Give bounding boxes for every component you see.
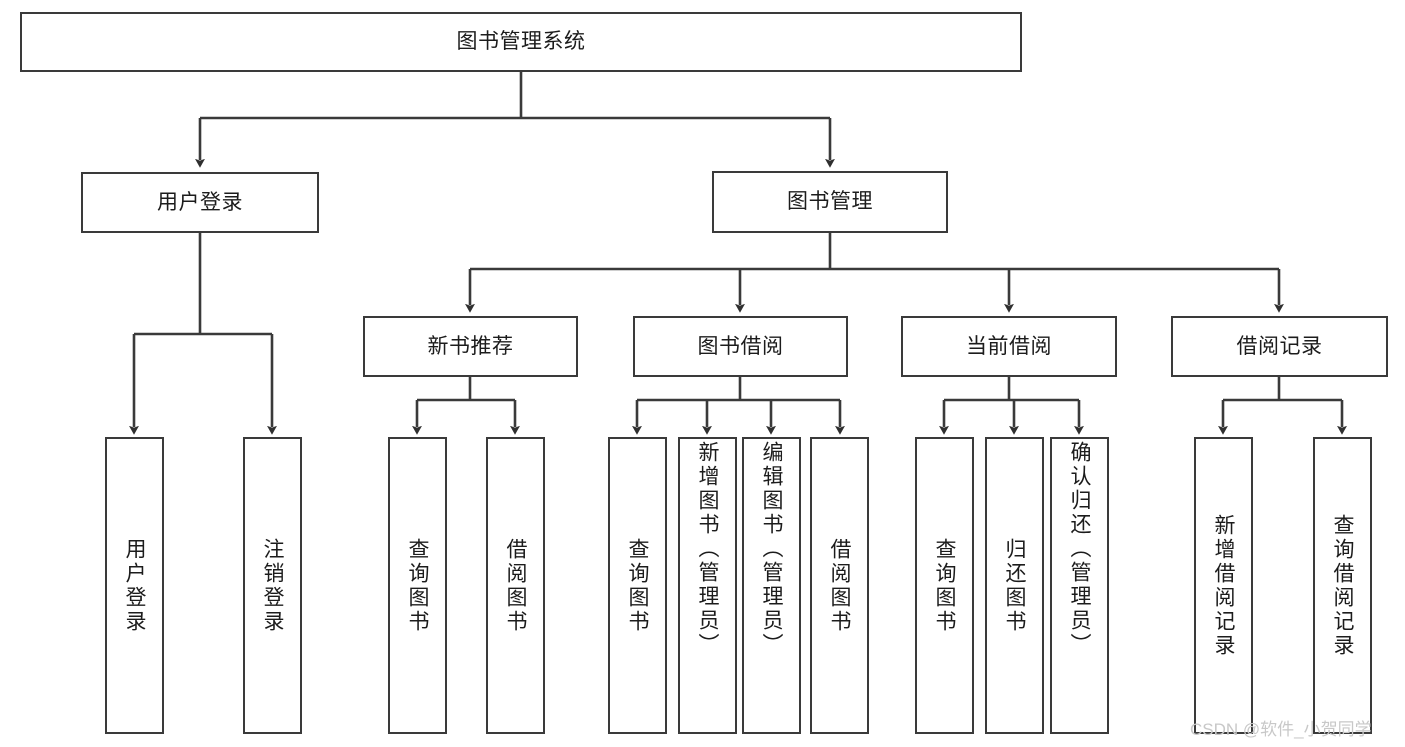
node-borrow-record[interactable]: 借阅记录 [1171, 316, 1388, 377]
node-label: 新增借阅记录 [1212, 513, 1235, 658]
node-label: 查询图书 [406, 537, 429, 634]
leaf-return-book[interactable]: 归还图书 [985, 437, 1044, 734]
node-book-management[interactable]: 图书管理 [712, 171, 948, 233]
borrow-record-connectors [1218, 377, 1347, 435]
node-label: 归还图书 [1003, 537, 1026, 634]
leaf-edit-book-admin[interactable]: 编辑图书（管理员） [742, 437, 801, 734]
node-root-book-management-system[interactable]: 图书管理系统 [20, 12, 1022, 72]
node-label: 图书管理 [787, 190, 873, 214]
node-label: 用户登录 [157, 190, 243, 214]
node-label: 当前借阅 [966, 334, 1052, 358]
book-manage-connectors [465, 233, 1284, 313]
node-label: 查询借阅记录 [1331, 513, 1354, 658]
leaf-borrow-book-newbook[interactable]: 借阅图书 [486, 437, 545, 734]
leaf-add-book-admin[interactable]: 新增图书（管理员） [678, 437, 737, 734]
node-label: 图书借阅 [697, 334, 784, 358]
leaf-query-book-borrow[interactable]: 查询图书 [608, 437, 667, 734]
leaf-logout[interactable]: 注销登录 [243, 437, 302, 734]
node-current-borrow[interactable]: 当前借阅 [901, 316, 1117, 377]
node-label: 查询图书 [933, 537, 956, 634]
node-label: 新增图书（管理员） [696, 441, 719, 657]
leaf-borrow-book[interactable]: 借阅图书 [810, 437, 869, 734]
node-label: 借阅记录 [1236, 334, 1323, 358]
leaf-user-login[interactable]: 用户登录 [105, 437, 164, 734]
current-borrow-connectors [939, 377, 1084, 435]
node-label: 确认归还（管理员） [1068, 441, 1091, 657]
node-label: 查询图书 [626, 537, 649, 634]
node-label: 图书管理系统 [456, 30, 586, 54]
node-label: 注销登录 [261, 537, 284, 634]
leaf-query-borrow-record[interactable]: 查询借阅记录 [1313, 437, 1372, 734]
node-book-borrow[interactable]: 图书借阅 [633, 316, 848, 377]
leaf-query-book-newbook[interactable]: 查询图书 [388, 437, 447, 734]
node-label: 用户登录 [123, 537, 146, 634]
node-user-login[interactable]: 用户登录 [81, 172, 319, 233]
root-connectors [195, 72, 835, 168]
user-login-connectors [129, 233, 277, 435]
new-book-connectors [412, 377, 520, 435]
node-new-book-recommend[interactable]: 新书推荐 [363, 316, 578, 377]
node-label: 编辑图书（管理员） [760, 441, 783, 657]
node-label: 新书推荐 [427, 334, 514, 358]
node-label: 借阅图书 [828, 537, 851, 634]
leaf-confirm-return-admin[interactable]: 确认归还（管理员） [1050, 437, 1109, 734]
leaf-add-borrow-record[interactable]: 新增借阅记录 [1194, 437, 1253, 734]
node-label: 借阅图书 [504, 537, 527, 634]
leaf-query-book-current[interactable]: 查询图书 [915, 437, 974, 734]
book-borrow-connectors [632, 377, 845, 435]
